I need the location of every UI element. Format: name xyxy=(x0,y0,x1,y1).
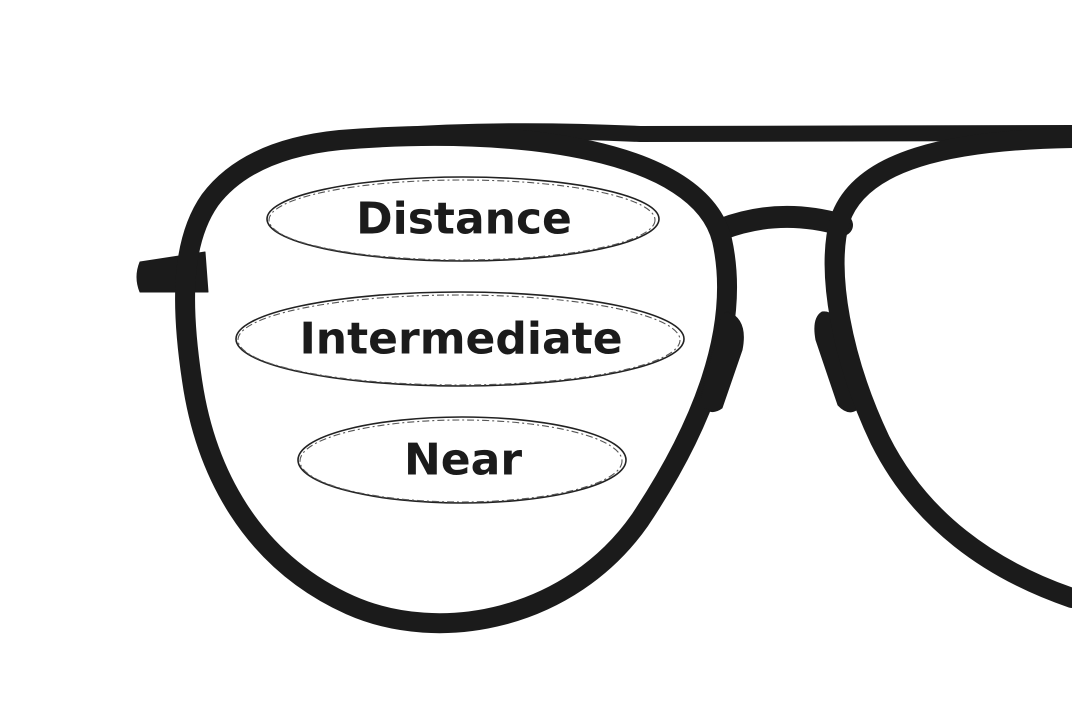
left-lens-rim xyxy=(175,125,738,634)
intermediate-zone-outline xyxy=(235,291,685,387)
intermediate-zone-outline-sketch xyxy=(237,294,681,386)
near-zone: Near xyxy=(297,416,627,504)
distance-zone-outline-sketch xyxy=(268,179,656,261)
intermediate-zone-label: Intermediate xyxy=(299,314,622,365)
distance-zone-outline xyxy=(266,176,660,262)
intermediate-zone: Intermediate xyxy=(235,291,685,387)
near-zone-outline xyxy=(297,416,627,504)
near-zone-outline-sketch xyxy=(299,419,623,503)
distance-zone: Distance xyxy=(266,176,660,262)
left-nose-pad xyxy=(699,311,744,413)
distance-zone-label: Distance xyxy=(356,194,572,245)
nose-bridge xyxy=(711,205,853,240)
right-lens-rim xyxy=(824,128,1072,608)
near-zone-label: Near xyxy=(404,435,522,486)
